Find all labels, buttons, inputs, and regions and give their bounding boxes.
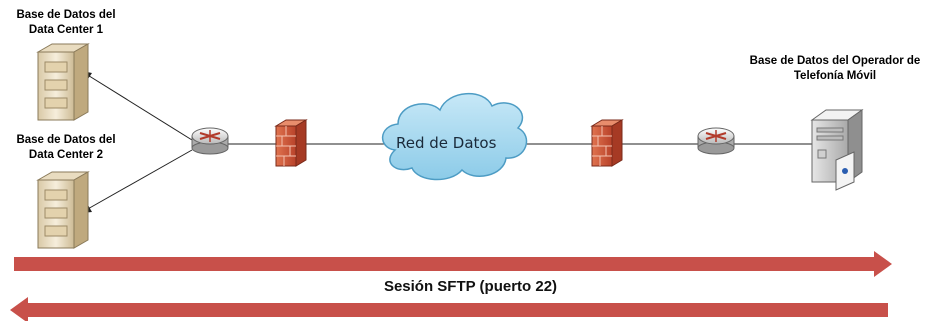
label-dc1: Base de Datos del Data Center 1 <box>0 8 132 38</box>
connection-lines <box>85 73 812 211</box>
cloud-icon <box>381 92 528 181</box>
session-label: Sesión SFTP (puerto 22) <box>383 278 558 295</box>
link-dc2-router <box>85 149 193 211</box>
label-operator-line1: Base de Datos del Operador de <box>749 55 921 67</box>
server-icon-dc2 <box>36 171 90 249</box>
label-operator: Base de Datos del Operador de Telefonía … <box>730 54 940 84</box>
session-arrow-right <box>14 251 892 277</box>
label-dc2-line2: Data Center 2 <box>28 149 104 161</box>
session-arrow-left <box>10 297 888 321</box>
label-operator-line2: Telefonía Móvil <box>793 70 877 82</box>
router-icon-left <box>191 127 229 155</box>
cloud-label: Red de Datos <box>396 134 497 152</box>
label-dc2-line1: Base de Datos del <box>16 134 116 146</box>
firewall-icon-left <box>274 119 308 167</box>
label-dc1-line1: Base de Datos del <box>16 9 116 21</box>
label-dc2: Base de Datos del Data Center 2 <box>0 133 132 163</box>
label-dc1-line2: Data Center 1 <box>28 24 104 36</box>
firewall-icon-right <box>590 119 624 167</box>
server-icon-operator <box>810 109 864 191</box>
link-dc1-router <box>85 73 193 141</box>
server-icon-dc1 <box>36 43 90 121</box>
router-icon-right <box>697 127 735 155</box>
